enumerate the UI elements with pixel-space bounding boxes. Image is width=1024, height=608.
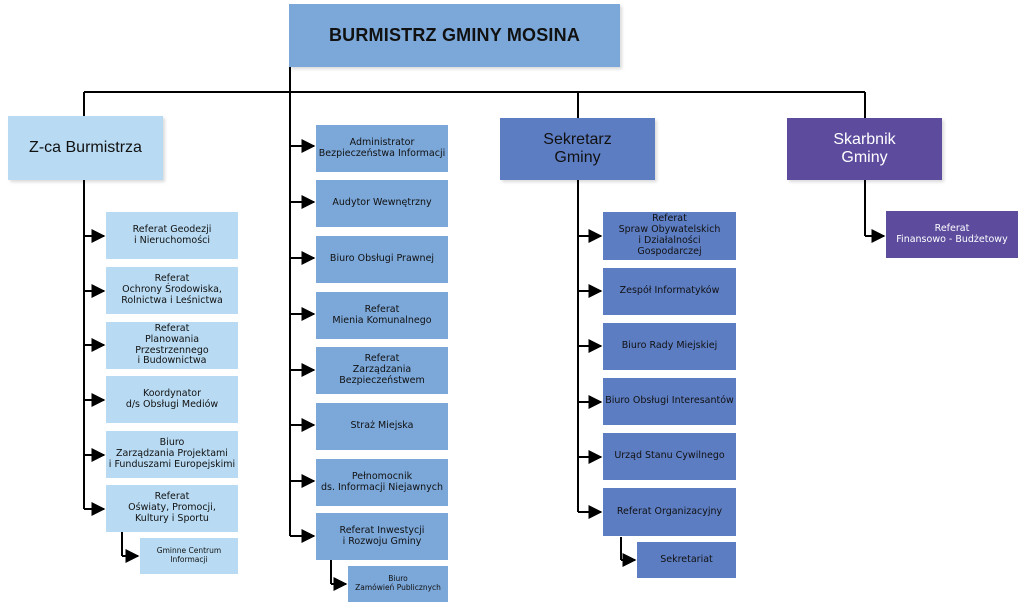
deputy-unit-2: Referat Ochrony Środowiska, Rolnictwa i … xyxy=(106,267,238,314)
mayor-unit-7: Pełnomocnik ds. Informacji Niejawnych xyxy=(316,459,448,506)
secretary-unit-4: Biuro Obsługi Interesantów xyxy=(603,378,736,425)
mayor-unit-5: Referat Zarządzania Bezpieczeństwem xyxy=(316,347,448,394)
mayor-unit-8: Referat Inwestycji i Rozwoju Gminy xyxy=(316,513,448,560)
mayor-box: BURMISTRZ GMINY MOSINA xyxy=(289,4,620,67)
treasurer-unit-1: Referat Finansowo - Budżetowy xyxy=(886,211,1018,258)
deputy-subunit: Gminne Centrum Informacji xyxy=(140,538,238,574)
secretary-unit-2: Zespół Informatyków xyxy=(603,268,736,315)
secretary-unit-6: Referat Organizacyjny xyxy=(603,488,736,536)
secretary-unit-3: Biuro Rady Miejskiej xyxy=(603,323,736,370)
mayor-unit-6: Straż Miejska xyxy=(316,403,448,450)
deputy-unit-6: Referat Oświaty, Promocji, Kultury i Spo… xyxy=(106,485,238,532)
secretary-box: Sekretarz Gminy xyxy=(500,118,655,180)
deputy-unit-4: Koordynator d/s Obsługi Mediów xyxy=(106,376,238,423)
deputy-mayor-box: Z-ca Burmistrza xyxy=(8,116,163,180)
mayor-unit-3: Biuro Obsługi Prawnej xyxy=(316,236,448,283)
mayor-subunit: Biuro Zamówień Publicznych xyxy=(348,566,448,602)
mayor-unit-1: Administrator Bezpieczeństwa Informacji xyxy=(316,125,448,172)
deputy-unit-5: Biuro Zarządzania Projektami i Funduszam… xyxy=(106,431,238,478)
secretary-unit-5: Urząd Stanu Cywilnego xyxy=(603,433,736,480)
secretary-subunit: Sekretariat xyxy=(637,542,736,578)
deputy-unit-1: Referat Geodezji i Nieruchomości xyxy=(106,212,238,259)
mayor-unit-2: Audytor Wewnętrzny xyxy=(316,180,448,227)
treasurer-box: Skarbnik Gminy xyxy=(787,118,942,180)
mayor-unit-4: Referat Mienia Komunalnego xyxy=(316,292,448,339)
deputy-unit-3: Referat Planowania Przestrzennego i Budo… xyxy=(106,322,238,369)
secretary-unit-1: Referat Spraw Obywatelskich i Działalnoś… xyxy=(603,212,736,260)
